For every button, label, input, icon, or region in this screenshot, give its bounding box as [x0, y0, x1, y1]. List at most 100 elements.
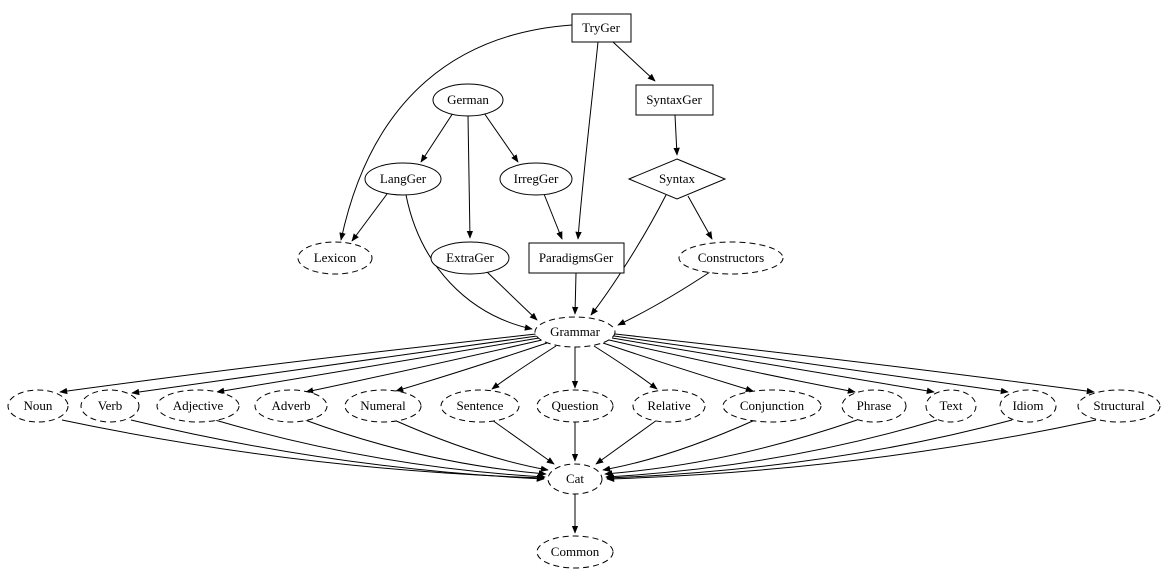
node-irregger-ellipse [499, 162, 573, 196]
node-constructors-ellipse [678, 241, 784, 275]
edge-grammar-sentence [491, 345, 557, 390]
node-syntaxger-label: SyntaxGer [646, 92, 702, 107]
edge-noun-cat [61, 419, 545, 481]
edge-numeral-cat [393, 419, 549, 472]
node-adjective-label: Adjective [173, 398, 224, 413]
node-irregger: IrregGer [499, 162, 573, 196]
edge-structural-cat [606, 419, 1097, 482]
node-structural-label: Structural [1093, 398, 1145, 413]
node-constructors-label: Constructors [698, 250, 764, 265]
edge-langger-grammar [405, 194, 533, 331]
edge-tryger-paradigmsger [575, 41, 599, 240]
node-conjunction: Conjunction [722, 389, 822, 423]
node-extrager-ellipse [430, 241, 510, 275]
node-question-label: Question [552, 398, 599, 413]
edge-syntaxger-syntax [673, 114, 680, 156]
edge-grammar-text [611, 337, 935, 394]
node-noun: Noun [7, 389, 69, 423]
node-irregger-label: IrregGer [514, 171, 559, 186]
node-phrase: Phrase [841, 389, 907, 423]
node-sentence-ellipse [440, 389, 520, 423]
edge-grammar-phrase [608, 339, 856, 394]
node-syntaxger-box [635, 84, 714, 116]
node-text: Text [925, 389, 977, 423]
node-numeral: Numeral [344, 389, 422, 423]
edge-idiom-cat [606, 419, 1013, 481]
node-noun-ellipse [7, 389, 69, 423]
edge-grammar-relative [593, 345, 658, 390]
node-syntax-diamond [627, 158, 727, 200]
edge-verb-cat [130, 419, 545, 482]
node-german-ellipse [432, 83, 504, 117]
edge-paradigmsger-grammar [571, 272, 579, 315]
node-langger-label: LangGer [380, 171, 427, 186]
edge-tryger-lexicon [339, 24, 573, 241]
node-relative: Relative [632, 389, 706, 423]
node-langger: LangGer [364, 162, 442, 196]
node-idiom-ellipse [999, 389, 1057, 423]
node-noun-label: Noun [24, 398, 53, 413]
node-structural: Structural [1077, 389, 1161, 423]
node-syntax-label: Syntax [659, 171, 696, 186]
node-numeral-ellipse [344, 389, 422, 423]
node-idiom-label: Idiom [1012, 398, 1043, 413]
node-verb-ellipse [80, 389, 140, 423]
node-common-label: Common [551, 544, 600, 559]
node-verb: Verb [80, 389, 140, 423]
node-phrase-label: Phrase [857, 398, 892, 413]
node-conjunction-ellipse [722, 389, 822, 423]
node-grammar: Grammar [534, 316, 616, 348]
node-numeral-label: Numeral [360, 398, 406, 413]
node-cat-ellipse [547, 463, 603, 495]
node-verb-label: Verb [98, 398, 123, 413]
node-extrager-label: ExtraGer [446, 250, 494, 265]
node-lexicon: Lexicon [297, 241, 373, 275]
edge-conjunction-cat [602, 419, 756, 472]
edge-syntax-constructors [687, 195, 713, 240]
node-sentence-label: Sentence [457, 398, 504, 413]
node-lexicon-ellipse [297, 241, 373, 275]
edge-irregger-paradigmsger [543, 193, 563, 240]
node-adverb-label: Adverb [272, 398, 311, 413]
edge-grammar-adjective [216, 337, 540, 394]
edge-syntax-grammar [590, 194, 667, 316]
edge-constructors-grammar [617, 271, 711, 326]
node-text-ellipse [925, 389, 977, 423]
node-constructors: Constructors [678, 241, 784, 275]
node-grammar-ellipse [534, 316, 616, 348]
node-structural-ellipse [1077, 389, 1161, 423]
node-paradigmsger: ParadigmsGer [528, 242, 625, 274]
edge-grammar-idiom [613, 335, 1009, 395]
node-syntax: Syntax [627, 158, 727, 200]
node-extrager: ExtraGer [430, 241, 510, 275]
edges [59, 24, 1097, 534]
edge-german-langger [420, 112, 454, 163]
nodes: TryGer SyntaxGer German LangGer IrregGer… [7, 13, 1161, 569]
node-lexicon-label: Lexicon [314, 250, 357, 265]
edge-german-irregger [483, 112, 519, 163]
edge-adverb-cat [304, 419, 547, 477]
node-paradigmsger-label: ParadigmsGer [539, 250, 614, 265]
node-adjective-ellipse [156, 389, 240, 423]
node-cat-label: Cat [566, 471, 584, 486]
node-adverb: Adverb [254, 389, 328, 423]
edge-tryger-syntaxger [612, 41, 656, 82]
node-langger-ellipse [364, 162, 442, 196]
node-cat: Cat [547, 463, 603, 495]
edge-german-extrager [466, 115, 474, 239]
edge-adjective-cat [214, 419, 546, 480]
node-relative-ellipse [632, 389, 706, 423]
node-common-ellipse [536, 535, 614, 569]
node-tryger-label: TryGer [582, 20, 620, 35]
node-relative-label: Relative [647, 398, 691, 413]
node-adjective: Adjective [156, 389, 240, 423]
edge-grammar-structural [614, 333, 1095, 395]
edge-grammar-adverb [305, 339, 543, 394]
node-paradigmsger-box [528, 242, 625, 274]
node-grammar-label: Grammar [550, 324, 600, 339]
edge-relative-cat [595, 419, 658, 465]
node-idiom: Idiom [999, 389, 1057, 423]
node-german-label: German [447, 92, 489, 107]
